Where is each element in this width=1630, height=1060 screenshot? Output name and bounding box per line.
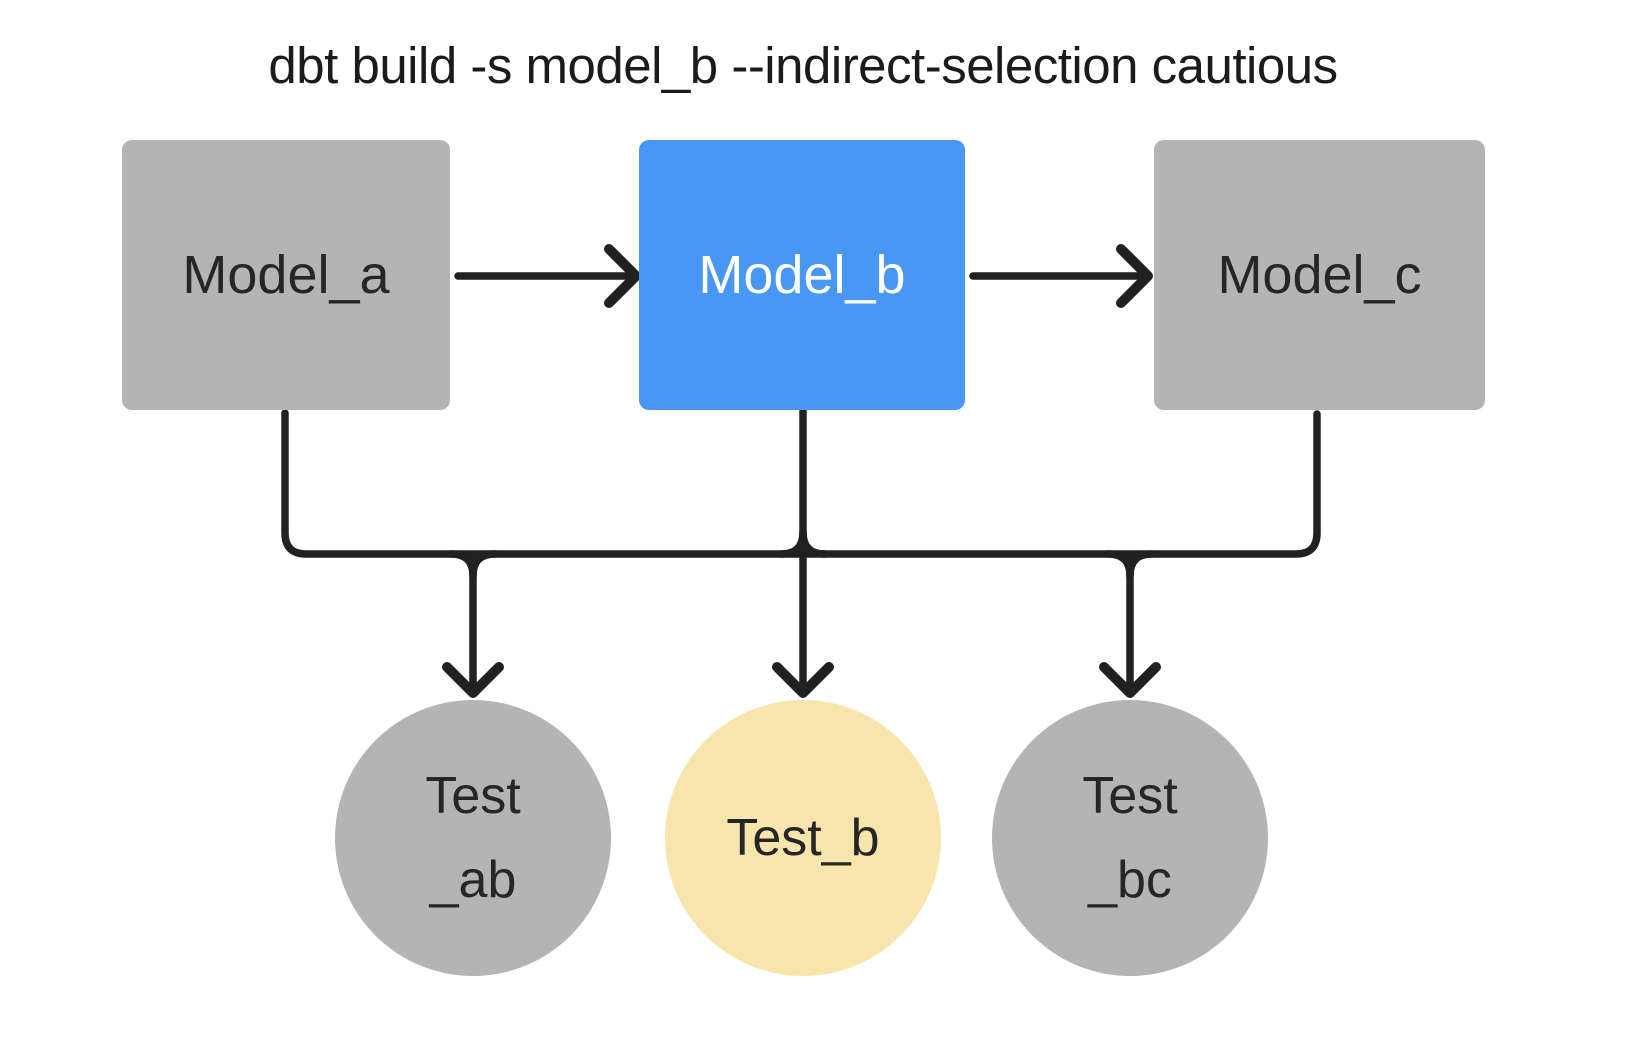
node-model-c: Model_c [1154, 140, 1485, 410]
fillet-center-right [799, 528, 829, 558]
arrowhead-model-b-icon [604, 244, 641, 308]
node-test-b: Test_b [665, 700, 941, 976]
node-model-b-label: Model_b [698, 245, 906, 305]
node-test-bc-label-line2: _bc [1088, 851, 1172, 909]
node-test-ab: Test _ab [335, 700, 611, 976]
diagram-title: dbt build -s model_b --indirect-selectio… [268, 37, 1338, 94]
arrowhead-test-ab-icon [442, 662, 504, 698]
arrowhead-test-b-icon [772, 662, 834, 698]
node-test-bc: Test _bc [992, 700, 1268, 976]
node-test-b-label: Test_b [726, 808, 880, 867]
node-test-ab-label-line1: Test [425, 766, 521, 825]
node-model-a: Model_a [122, 140, 450, 410]
arrowhead-model-c-icon [1116, 244, 1153, 308]
arrowhead-test-bc-icon [1099, 662, 1161, 698]
node-model-c-label: Model_c [1217, 245, 1422, 305]
node-model-b: Model_b [639, 140, 965, 410]
node-test-bc-label-line1: Test [1082, 766, 1178, 825]
node-test-ab-label-line2: _ab [429, 851, 517, 909]
node-model-a-label: Model_a [182, 245, 390, 305]
